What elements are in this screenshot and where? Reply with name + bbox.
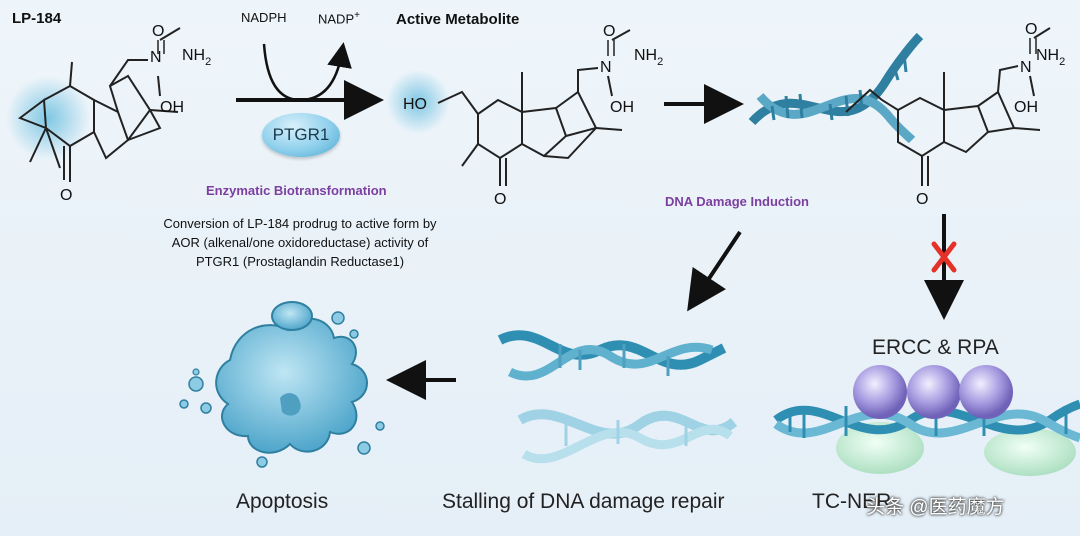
apoptosis-label: Apoptosis bbox=[236, 490, 329, 513]
metabolite-ketone-o: O bbox=[494, 191, 506, 208]
metabolite-n-atom: N bbox=[600, 59, 612, 76]
bound-nh2-group: NH2 bbox=[1036, 47, 1065, 68]
stalled-dna bbox=[497, 330, 738, 464]
nadp-label: NADP+ bbox=[318, 10, 360, 27]
metabolite-oh-group: OH bbox=[610, 99, 634, 116]
dna-helix-adduct bbox=[748, 32, 924, 144]
apoptotic-cell-icon bbox=[179, 301, 385, 468]
cofactor-curve-arrow bbox=[262, 42, 352, 102]
lp184-structure bbox=[17, 27, 181, 182]
ptgr1-enzyme-badge: PTGR1 bbox=[262, 113, 340, 157]
lp184-nh2-group: NH2 bbox=[182, 47, 211, 68]
conversion-note: Conversion of LP-184 prodrug to active f… bbox=[120, 214, 480, 271]
metabolite-hydroxyl-glow bbox=[386, 70, 450, 134]
prodrug-label: LP-184 bbox=[12, 10, 62, 27]
conversion-note-line-1: Conversion of LP-184 prodrug to active f… bbox=[163, 216, 437, 231]
prodrug-cyclopropyl-glow bbox=[6, 76, 90, 160]
stalling-label: Stalling of DNA damage repair bbox=[442, 490, 725, 513]
lp184-oh-group: OH bbox=[160, 99, 184, 116]
lp184-o-atom: O bbox=[152, 23, 164, 40]
nadph-label: NADPH bbox=[241, 10, 287, 25]
metabolite-ho-group: HO bbox=[403, 96, 427, 113]
tcner-complex bbox=[773, 365, 1080, 476]
lp184-n-atom: N bbox=[150, 49, 162, 66]
bound-o-atom: O bbox=[1025, 21, 1037, 38]
ptgr1-enzyme-label: PTGR1 bbox=[272, 125, 330, 144]
enzymatic-biotransformation-label: Enzymatic Biotransformation bbox=[206, 183, 387, 198]
metabolite-o-atom: O bbox=[603, 23, 615, 40]
metabolite-structure bbox=[437, 29, 631, 186]
ercc-rpa-label: ERCC & RPA bbox=[872, 336, 999, 359]
bound-n-atom: N bbox=[1020, 59, 1032, 76]
dna-damage-induction-label: DNA Damage Induction bbox=[665, 194, 809, 209]
metabolite-nh2-group: NH2 bbox=[634, 47, 663, 68]
conversion-note-line-3: PTGR1 (Prostaglandin Reductase1) bbox=[195, 254, 405, 269]
watermark: 头条 @医药魔方 bbox=[866, 497, 1005, 518]
bound-oh-group: OH bbox=[1014, 99, 1038, 116]
conversion-note-line-2: AOR (alkenal/one oxidoreductase) activit… bbox=[171, 235, 429, 250]
active-metabolite-label: Active Metabolite bbox=[396, 11, 520, 28]
damage-to-stalling-arrow bbox=[687, 230, 742, 312]
tcner-label: TC-NER bbox=[812, 490, 892, 513]
blocked-x-icon bbox=[931, 241, 957, 273]
dna-bound-metabolite bbox=[845, 27, 1051, 186]
lp184-ketone-o: O bbox=[60, 187, 72, 204]
bound-ketone-o: O bbox=[916, 191, 928, 208]
